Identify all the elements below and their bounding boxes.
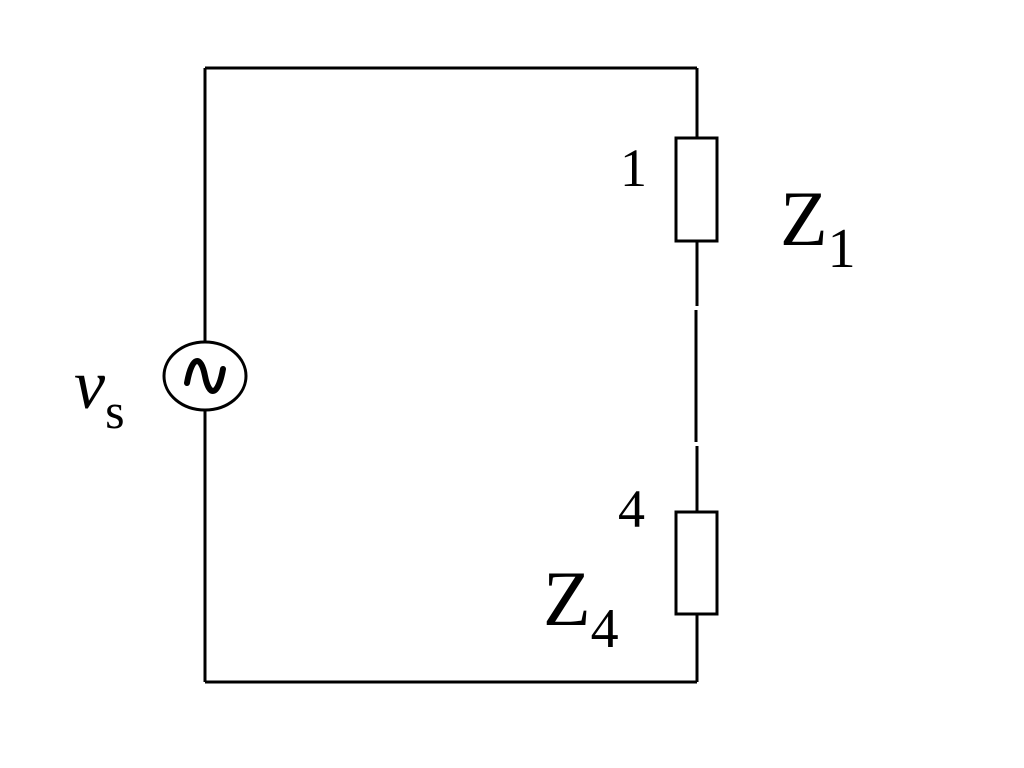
source-label: vs — [74, 347, 125, 439]
impedance-z4-main: Z — [543, 555, 591, 642]
source-symbol: v — [74, 347, 106, 424]
node-label-4: 4 — [618, 479, 645, 539]
wires — [203, 66, 699, 684]
source-subscript: s — [105, 383, 124, 439]
voltage-source: vs — [74, 340, 248, 439]
impedance-z1-main: Z — [780, 175, 828, 262]
node-label-1: 1 — [620, 138, 647, 198]
impedance-z1: 1 Z1 — [620, 136, 856, 280]
sine-wave-icon — [184, 358, 226, 394]
impedance-z4-box — [674, 510, 719, 616]
impedance-z4-sub: 4 — [591, 598, 619, 660]
impedance-z1-label: Z1 — [780, 175, 856, 280]
impedance-z4: 4 Z4 — [543, 479, 719, 660]
impedance-z1-sub: 1 — [828, 218, 856, 280]
impedance-z1-box — [674, 136, 719, 243]
impedance-z4-label: Z4 — [543, 555, 619, 660]
